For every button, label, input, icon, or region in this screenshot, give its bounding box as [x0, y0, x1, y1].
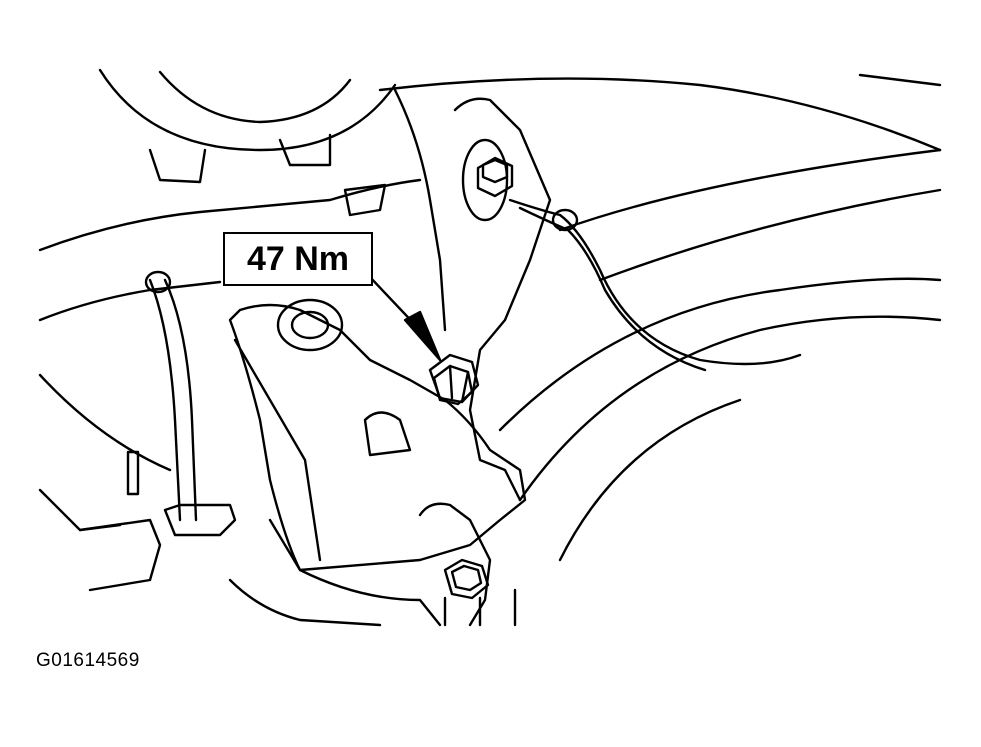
body-line-upper	[38, 178, 422, 252]
upper-bolt-top	[481, 158, 509, 184]
body-line-mid	[38, 280, 222, 322]
left-bracket-block	[78, 518, 162, 592]
body-line-left-low	[38, 373, 172, 472]
lower-link	[418, 502, 492, 627]
right-body-upper	[378, 77, 942, 152]
figure-id: G01614569	[36, 650, 140, 671]
upper-bolt-head	[476, 156, 514, 198]
upper-housing-outline	[98, 68, 397, 152]
bottom-frame-line	[228, 578, 382, 627]
torque-arrow-head	[403, 310, 442, 362]
right-body-curve-2	[598, 188, 942, 282]
right-body-curve-1	[558, 148, 942, 232]
lower-bolt-head	[443, 558, 490, 600]
main-bolt-edge-2	[460, 370, 470, 404]
right-body-lower	[558, 398, 742, 562]
torque-callout: 47 Nm	[223, 232, 373, 286]
wire-clip	[551, 208, 579, 232]
left-hose-2	[163, 278, 198, 522]
left-hose-cap	[144, 270, 172, 294]
mount-plate-outline	[228, 303, 527, 572]
mount-hole-inner	[290, 310, 330, 340]
right-body-curve-3	[498, 277, 942, 432]
mount-hole	[276, 298, 344, 352]
left-hose-1	[148, 278, 182, 522]
upper-bracket-hole	[461, 138, 509, 222]
frame-block	[343, 183, 387, 217]
right-body-arc	[858, 73, 942, 87]
rib-lines	[148, 133, 332, 184]
lower-bolt-top	[450, 564, 483, 592]
main-bolt-edge-1	[448, 364, 454, 400]
mount-lug	[363, 411, 412, 457]
upper-bracket	[453, 97, 552, 502]
right-body-curve-4	[518, 315, 942, 502]
wire-right-2	[518, 206, 707, 372]
lower-bolt-shank	[443, 596, 482, 627]
left-pin	[126, 450, 140, 496]
left-hose-clamp	[163, 503, 237, 537]
mount-edge	[233, 338, 322, 562]
upper-housing-rim	[158, 70, 352, 124]
body-line-left-bottom	[38, 488, 122, 532]
frame-vertical	[393, 88, 447, 332]
lower-frame	[268, 518, 442, 627]
